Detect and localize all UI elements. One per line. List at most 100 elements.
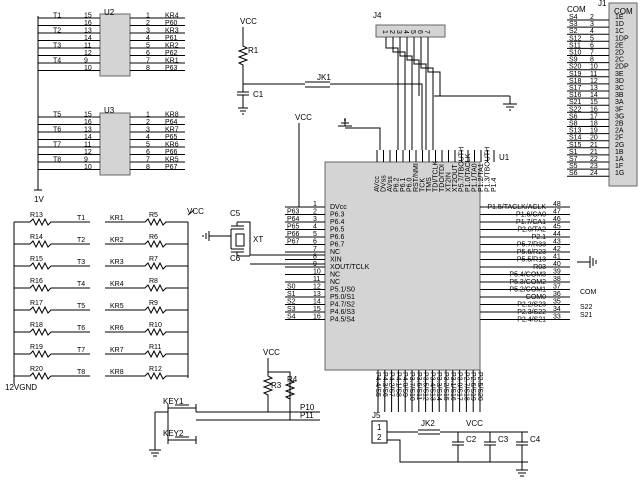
j1-row-net: S20 (569, 64, 582, 71)
u1-bottom-pin-name: P2.7/S18 (462, 372, 469, 401)
u1-left-net: S3 (287, 306, 296, 313)
u2-ref: U2 (104, 8, 115, 17)
u1-top-pin-name: P6.1 (400, 177, 407, 192)
u1-left-pin-num: 5 (313, 231, 317, 238)
u1-right-pin-num: 34 (553, 306, 561, 313)
ladder-r-right (105, 371, 188, 381)
u3-right-pin-num: 1 (146, 112, 150, 119)
u1-right-pin-name: P5.2/COM1 (509, 287, 546, 294)
j1-row-name: 2DP (615, 64, 629, 71)
ladder-r-name: R18 (30, 322, 43, 329)
u3-left-pin-num: 9 (84, 157, 88, 164)
j4-pin-num: 7 (423, 30, 430, 34)
u3-left-pin-num: 16 (84, 119, 92, 126)
u3-right-net: P64 (165, 119, 178, 126)
u2-left-pin-num: 10 (84, 65, 92, 72)
j1-row-net: S4 (569, 14, 578, 21)
j1-body (608, 2, 638, 187)
j1-com-name: COM (614, 7, 633, 16)
j1-row-name: 1F (615, 163, 623, 170)
u3-left-rail-tap (38, 116, 60, 125)
key1-switch[interactable] (167, 404, 197, 412)
j1-row-net: S15 (569, 142, 582, 149)
u1-left-pin-name: P6.3 (330, 212, 345, 219)
u1-right-pin-num: 47 (553, 209, 561, 216)
ladder-t-net: T4 (77, 281, 85, 288)
u1-right-pin-num: 40 (553, 261, 561, 268)
u1-right-pin-num: 45 (553, 224, 561, 231)
j1-row-pin: 13 (590, 85, 598, 92)
ladder-kr-net: KR4 (110, 281, 124, 288)
ladder-r-left (14, 371, 90, 381)
u1-left-net: P65 (287, 224, 300, 231)
j1-row-net: S13 (569, 128, 582, 135)
ladder-r-name: R13 (30, 212, 43, 219)
ladder-r-right (105, 261, 188, 271)
crystal-section: C5 C6 XT (202, 209, 325, 265)
j4-pin-wire (392, 37, 406, 150)
j4-pin-num: 3 (395, 30, 402, 34)
u1-left-pin-name: P5.1/S0 (330, 287, 355, 294)
ladder-t-net: T3 (77, 259, 85, 266)
u1-right-pin-num: 44 (553, 231, 561, 238)
j1-row-net: S6 (569, 113, 578, 120)
j1-row-name: 3D (615, 78, 624, 85)
r1-label: R1 (248, 46, 259, 55)
j1-row-net: S16 (569, 92, 582, 99)
u1-bottom-pin-name: P3.6/S11 (415, 372, 422, 400)
u1-right-pin-name: P5.5/R13 (517, 257, 546, 264)
u1-left-pin-num: 12 (313, 284, 321, 291)
u1-top-ground (338, 118, 352, 127)
j1-row-pin: 21 (590, 149, 598, 156)
key1-label: KEY1 (163, 397, 184, 406)
u1-right-pin-name: R03 (533, 264, 546, 271)
u1-top-pin-name: P1.0/TACLK (465, 153, 472, 192)
u1-bottom-pin-name: P3.7/S10 (408, 372, 415, 401)
u3-right-net: P65 (165, 134, 178, 141)
j1-row-pin: 10 (590, 64, 598, 71)
u1-right-pin-num: 33 (553, 314, 561, 321)
j1-row-name: 1E (615, 14, 624, 21)
j1-row-name: 1DP (615, 35, 629, 42)
c2-label: C2 (466, 435, 477, 444)
c6-capacitor (231, 248, 244, 253)
u1-bottom-pin-name: P4.3/S6 (381, 372, 388, 397)
ladder-r-left (14, 239, 90, 249)
c5-label: C5 (230, 209, 241, 218)
ladder-r2-name: R11 (149, 344, 161, 351)
u3-right-pin-num: 7 (146, 157, 150, 164)
c5-capacitor (231, 225, 244, 230)
xt-crystal (235, 233, 245, 247)
c6-label: C6 (230, 254, 241, 263)
u1-top-pin-name: P5.7/TBOUTH (459, 147, 466, 192)
u1-right-pin-name: P2.4/S21 (517, 317, 546, 324)
u2-right-pin-num: 5 (146, 43, 150, 50)
u1-right-pin-num: 39 (553, 269, 561, 276)
u3-ref: U3 (104, 106, 115, 115)
u1-left-pin-name: NC (330, 272, 340, 279)
u3-left-rail-tap (38, 146, 60, 155)
j1-row-pin: 23 (590, 163, 598, 170)
j5-section: J5 1 2 JK2 VCC C2 C3 C4 (371, 411, 541, 477)
j4-ground (503, 96, 517, 111)
j5-ground (516, 462, 528, 477)
u2-right-net: KR1 (165, 58, 179, 65)
ladder-kr-net: KR1 (110, 215, 124, 222)
rail-1v-label: 1V (34, 195, 44, 204)
ladder-r-right (105, 283, 188, 293)
j4-pin-wire (406, 37, 420, 96)
j1-row-name: 2F (615, 135, 623, 142)
u1-right-pin-name: P2.1 (532, 234, 547, 241)
ladder-r-left (14, 305, 90, 315)
u2-right-pin-num: 8 (146, 65, 150, 72)
u1-left-pin-num: 16 (313, 314, 321, 321)
u1-right-pin-num: 37 (553, 284, 561, 291)
j1-com-net: COM (567, 5, 586, 14)
c3-label: C3 (498, 435, 509, 444)
j1-row-pin: 18 (590, 121, 598, 128)
u3-right-net: P66 (165, 149, 178, 156)
u3-right-net: KR8 (165, 112, 179, 119)
j1-row-net: S2 (569, 28, 578, 35)
